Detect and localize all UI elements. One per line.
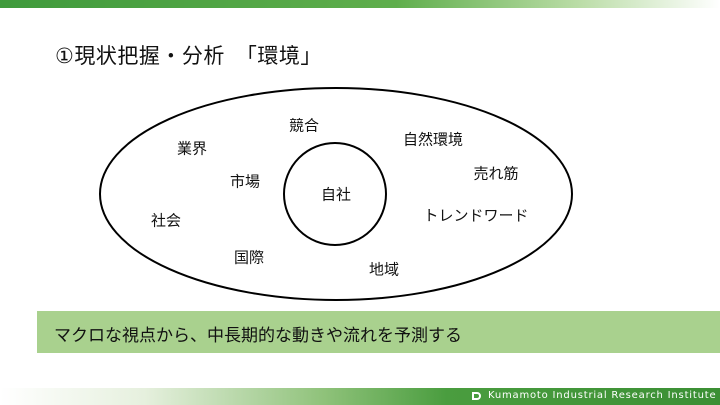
label-region: 地域	[368, 260, 400, 279]
label-best-sellers: 売れ筋	[473, 164, 519, 183]
slide-title: ①現状把握・分析 「環境」	[55, 44, 322, 68]
label-market: 市場	[229, 172, 261, 191]
summary-banner: マクロな視点から、中長期的な動きや流れを予測する	[37, 311, 720, 353]
summary-banner-text: マクロな視点から、中長期的な動きや流れを予測する	[54, 326, 462, 346]
label-industry: 業界	[176, 139, 208, 158]
label-competition: 競合	[288, 116, 320, 135]
footer-institute-name: Kumamoto Industrial Research Institute	[488, 390, 717, 401]
footer-bar	[0, 388, 720, 405]
label-trend-words: トレンドワード	[423, 206, 529, 225]
label-company: 自社	[320, 185, 352, 204]
outer-environment-ellipse	[99, 87, 573, 301]
company-circle	[283, 142, 387, 246]
label-international: 国際	[233, 248, 265, 267]
top-accent-bar	[0, 0, 720, 8]
institute-logo-icon	[472, 392, 481, 400]
label-society: 社会	[150, 211, 182, 230]
label-natural-environment: 自然環境	[402, 130, 464, 149]
